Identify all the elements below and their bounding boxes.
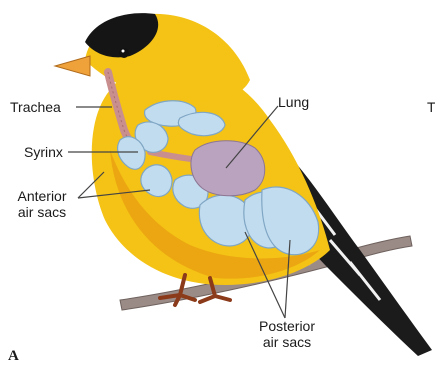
label-anterior-air-sacs: Anterior air sacs bbox=[10, 188, 74, 220]
label-posterior-line2: air sacs bbox=[252, 334, 322, 350]
label-posterior-line1: Posterior bbox=[252, 318, 322, 334]
panel-letter: A bbox=[8, 348, 19, 365]
label-posterior-air-sacs: Posterior air sacs bbox=[252, 318, 322, 350]
label-anterior-line1: Anterior bbox=[10, 188, 74, 204]
label-syrinx: Syrinx bbox=[24, 144, 63, 160]
bird-eye bbox=[119, 48, 129, 58]
label-anterior-line2: air sacs bbox=[10, 204, 74, 220]
label-trachea: Trachea bbox=[10, 99, 61, 115]
label-lung: Lung bbox=[278, 94, 309, 110]
bird-beak bbox=[55, 56, 90, 76]
label-edge-letter: T bbox=[427, 99, 435, 115]
lung bbox=[191, 141, 265, 196]
